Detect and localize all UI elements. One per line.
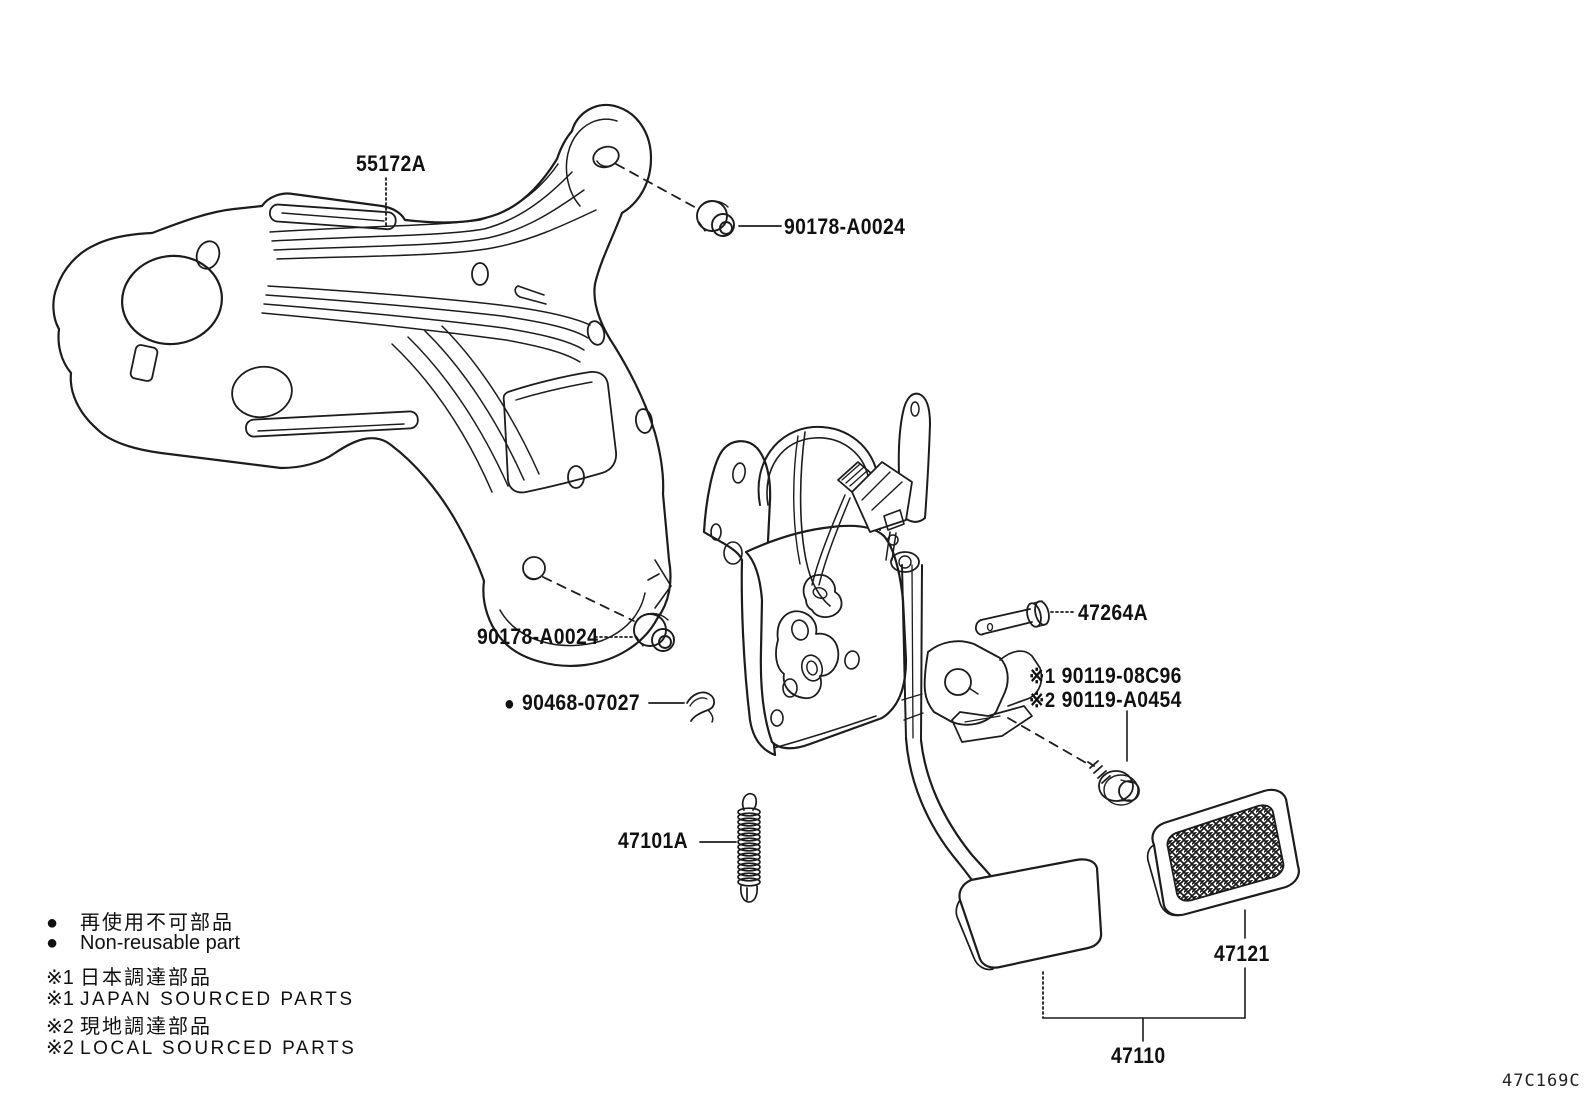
non-reusable-marker: ●	[46, 912, 59, 934]
brake-pedal-assembly-drawing	[702, 392, 1043, 894]
reference-mark-1: ※1	[46, 967, 74, 989]
flange-nut-mid-drawing	[633, 612, 675, 652]
figure-code: 47C169C	[1502, 1071, 1581, 1091]
callout-bolt-note-2: ※2 90119-A0454	[1029, 687, 1182, 713]
reference-mark-2: ※2	[1029, 689, 1056, 712]
flange-nut-top-drawing	[696, 200, 735, 237]
callout-spring: 47101A	[618, 828, 688, 853]
callout-pin: 47264A	[1078, 600, 1148, 625]
legend-text: LOCAL SOURCED PARTS	[80, 1038, 357, 1059]
legend-text: Non-reusable part	[80, 932, 241, 954]
clip-drawing	[686, 691, 716, 723]
legend-text: 現地調達部品	[80, 1016, 212, 1038]
legend-text: 再使用不可部品	[80, 912, 234, 934]
non-reusable-marker: ●	[46, 932, 59, 954]
legend-row-japan-jp: ※1 日本調達部品	[46, 961, 212, 990]
legend-row-non-reusable-en: ● Non-reusable part	[46, 932, 240, 955]
legend-text: 日本調達部品	[80, 967, 212, 989]
callout-nut-top: 90178-A0024	[784, 214, 906, 239]
reference-mark-2: ※2	[46, 1037, 74, 1059]
callout-clip-number: 90468-07027	[522, 690, 641, 715]
callout-bracket: 55172A	[356, 151, 426, 176]
pedal-pad-drawing	[1146, 788, 1300, 917]
legend-row-local-jp: ※2 現地調達部品	[46, 1010, 212, 1039]
bolt-drawing	[1087, 760, 1140, 806]
pedal-plate-drawing	[955, 858, 1103, 971]
callout-nut-mid: 90178-A0024	[477, 624, 599, 649]
callout-bolt-number-2: 90119-A0454	[1061, 687, 1182, 712]
callout-bolt-number-1: 90119-08C96	[1061, 663, 1182, 688]
clevis-pin-drawing	[974, 600, 1050, 636]
return-spring-drawing	[737, 792, 761, 903]
callout-bolt-note-1: ※1 90119-08C96	[1029, 663, 1182, 689]
legend-row-local-en: ※2 LOCAL SOURCED PARTS	[46, 1035, 356, 1060]
reference-mark-1: ※1	[46, 988, 74, 1010]
callout-pad: 47121	[1214, 941, 1270, 966]
leader-lines	[385, 163, 1246, 1042]
callout-assembly: 47110	[1111, 1043, 1166, 1068]
reference-mark-2: ※2	[46, 1016, 74, 1038]
legend-row-non-reusable-jp: ● 再使用不可部品	[46, 906, 234, 935]
reference-mark-1: ※1	[1029, 665, 1056, 688]
callout-clip: ● 90468-07027	[504, 690, 640, 716]
non-reusable-marker: ●	[504, 693, 515, 715]
legend-text: JAPAN SOURCED PARTS	[80, 989, 355, 1010]
legend-row-japan-en: ※1 JAPAN SOURCED PARTS	[46, 986, 355, 1011]
pedal-support-bracket-drawing	[52, 103, 672, 667]
